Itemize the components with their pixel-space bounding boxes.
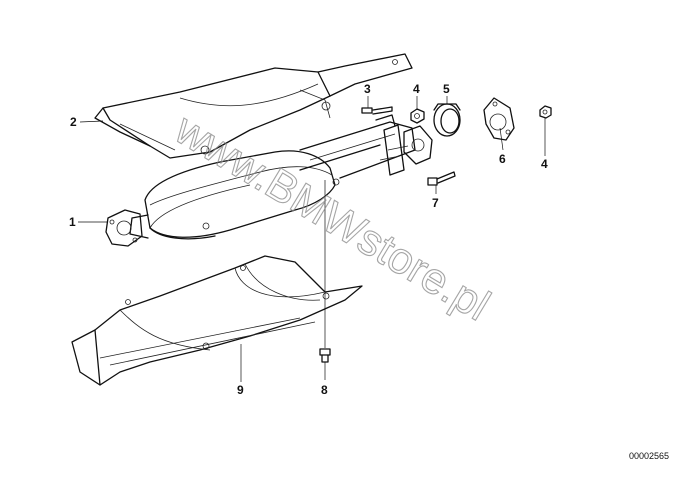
- callout-1: 1: [69, 215, 76, 229]
- bolt-3: [361, 106, 393, 115]
- lower-heat-shield: [71, 255, 363, 386]
- callout-6: 6: [499, 152, 506, 166]
- callout-9: 9: [237, 383, 244, 397]
- watermark-text: www.BMWstore.pl: [166, 104, 498, 330]
- reference-number: 00002565: [629, 451, 669, 461]
- sealing-ring-5: [433, 103, 461, 137]
- callout-4-left: 4: [413, 82, 420, 96]
- callout-4-right: 4: [541, 157, 548, 171]
- nut-4-left: [410, 108, 425, 124]
- gasket-6: [483, 97, 515, 141]
- callout-8: 8: [321, 383, 328, 397]
- bolt-8: [319, 348, 331, 363]
- callout-7: 7: [432, 196, 439, 210]
- nut-4-right: [539, 105, 552, 119]
- callout-3: 3: [364, 82, 371, 96]
- bolt-7: [427, 171, 456, 186]
- upper-heat-shield: [94, 53, 413, 159]
- callout-5: 5: [443, 82, 450, 96]
- callout-2: 2: [70, 115, 77, 129]
- leader-lines: [78, 96, 546, 382]
- catalytic-converter: [105, 114, 433, 247]
